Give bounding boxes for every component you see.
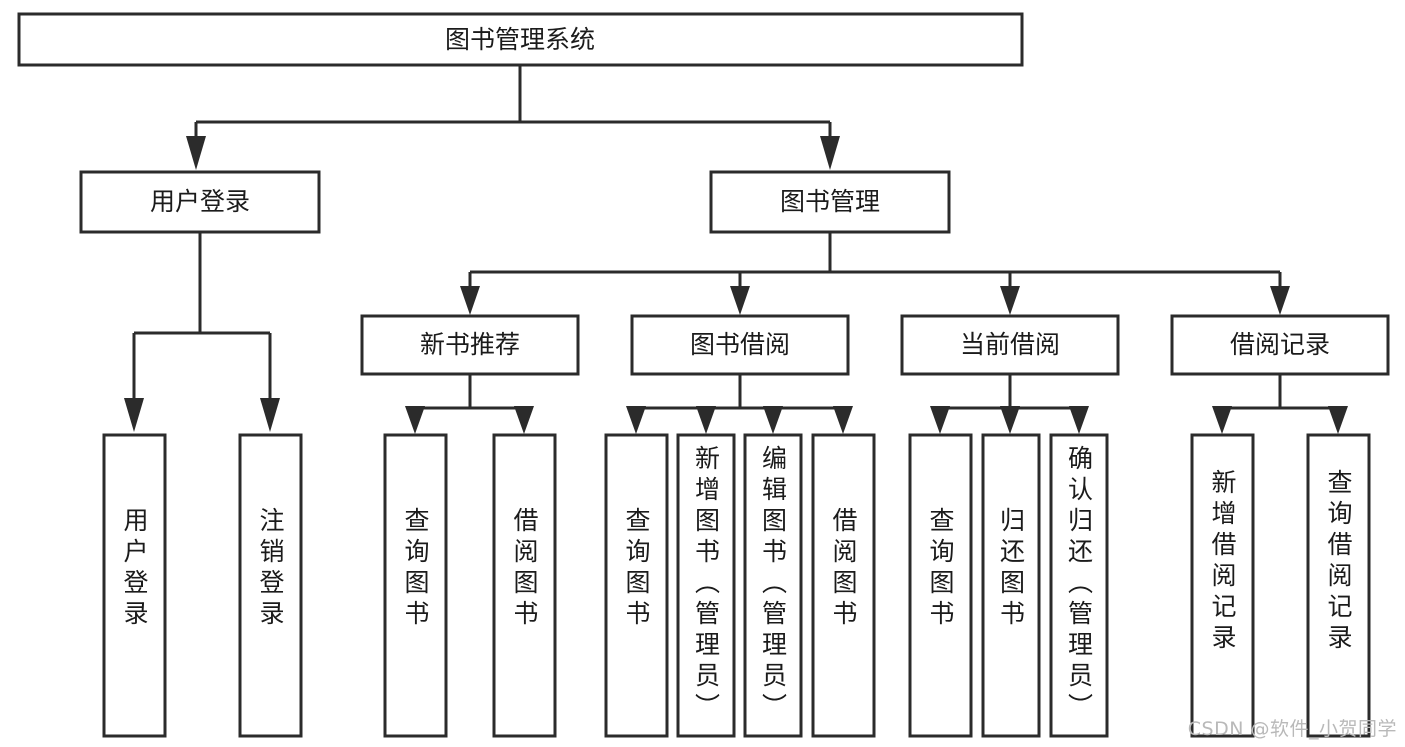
node-root-box[interactable] [17,12,1024,67]
leaf-box-borrow-edit[interactable] [743,433,803,738]
leaf-box-record-add[interactable] [1190,433,1255,738]
arrow-book-to-borrow-icon [730,286,750,315]
arrow-borrow-leaf-2-icon [696,406,716,434]
arrow-root-to-book-icon [820,136,840,170]
arrow-current-leaf-3-icon [1069,406,1089,434]
connector-group-new-book [405,374,534,434]
arrow-record-leaf-1-icon [1212,406,1232,434]
node-current-borrow-box[interactable] [900,314,1120,376]
node-book-borrow-label: 图书借阅 [690,330,790,359]
node-current-borrow[interactable]: 当前借阅 [900,314,1120,376]
arrow-current-leaf-1-icon [930,406,950,434]
leaf-box-borrow-add[interactable] [676,433,736,738]
node-book-manage-box[interactable] [709,170,951,234]
arrow-newbook-leaf-2-icon [514,406,534,434]
watermark-text: CSDN @软件_小贺同学 [1187,718,1397,740]
connector-group-record [1212,374,1348,434]
node-current-borrow-label: 当前借阅 [960,330,1060,359]
leaf-box-user-login[interactable] [102,433,167,738]
node-book-manage-label: 图书管理 [780,187,880,216]
arrow-record-leaf-2-icon [1328,406,1348,434]
arrow-newbook-leaf-1-icon [405,406,425,434]
node-borrow-record-label: 借阅记录 [1230,330,1330,359]
node-root-label: 图书管理系统 [445,25,595,54]
node-borrow-record[interactable]: 借阅记录 [1170,314,1390,376]
connector-group-user-login [124,233,280,432]
node-user-login-label: 用户登录 [150,187,250,216]
leaf-box-current-query[interactable] [908,433,973,738]
leaf-box-current-return[interactable] [981,433,1041,738]
arrow-book-to-newbook-icon [460,286,480,315]
arrow-user-leaf-1-icon [124,398,144,432]
node-book-borrow-box[interactable] [630,314,850,376]
arrow-book-to-current-icon [1000,286,1020,315]
leaf-box-newbook-query[interactable] [383,433,448,738]
leaf-box-borrow-query[interactable] [604,433,669,738]
arrow-user-leaf-2-icon [260,398,280,432]
connector-group-root [186,66,840,170]
arrow-root-to-user-icon [186,136,206,170]
node-user-login-box[interactable] [79,170,321,234]
connector-group-book-manage [460,233,1290,315]
leaf-box-record-query[interactable] [1306,433,1371,738]
leaf-box-logout[interactable] [238,433,303,738]
node-book-manage[interactable]: 图书管理 [709,170,951,234]
node-new-book-label: 新书推荐 [420,330,520,359]
arrow-borrow-leaf-1-icon [626,406,646,434]
node-new-book[interactable]: 新书推荐 [360,314,580,376]
arrow-current-leaf-2-icon [1000,406,1020,434]
leaf-box-newbook-borrow[interactable] [492,433,557,738]
node-root[interactable]: 图书管理系统 [17,12,1024,67]
leaf-box-current-confirm[interactable] [1049,433,1109,738]
connector-group-borrow [626,374,853,434]
node-new-book-box[interactable] [360,314,580,376]
node-user-login[interactable]: 用户登录 [79,170,321,234]
node-book-borrow[interactable]: 图书借阅 [630,314,850,376]
arrow-borrow-leaf-3-icon [763,406,783,434]
connector-group-current [930,374,1089,434]
arrow-book-to-record-icon [1270,286,1290,315]
node-borrow-record-box[interactable] [1170,314,1390,376]
leaf-box-borrow-lend[interactable] [811,433,876,738]
arrow-borrow-leaf-4-icon [833,406,853,434]
